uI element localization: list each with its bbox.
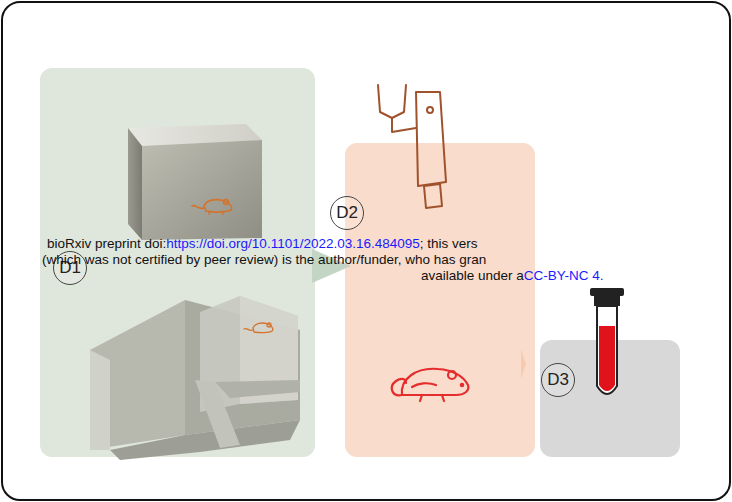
panel-ground	[345, 143, 535, 457]
watermark-link: https://doi.org/10.1101/2022.03.16.48409…	[166, 236, 419, 251]
stage-panel: D2	[345, 143, 535, 457]
step-badge: D2	[330, 196, 364, 230]
watermark-line: (which was not certified by peer review)…	[42, 252, 486, 268]
open-field-box	[128, 124, 262, 240]
recording-probe	[378, 85, 446, 208]
maze-apparatus	[90, 296, 300, 460]
watermark-text: (which was not certified by peer review)…	[42, 252, 486, 267]
blood-tube	[590, 288, 624, 394]
watermark-text: available under a	[421, 268, 524, 283]
stage-panel: D3	[540, 340, 680, 457]
watermark-text: bioRxiv preprint doi:	[47, 236, 166, 251]
step-badge: D3	[541, 363, 575, 397]
watermark-text: ; this vers	[420, 236, 478, 251]
flow-arrow	[521, 349, 526, 379]
watermark-line: bioRxiv preprint doi:https://doi.org/10.…	[47, 236, 478, 252]
watermark-link: CC-BY-NC 4.	[524, 268, 604, 283]
watermark-line: available under aCC-BY-NC 4.	[421, 268, 604, 284]
rat-figure	[392, 369, 469, 401]
